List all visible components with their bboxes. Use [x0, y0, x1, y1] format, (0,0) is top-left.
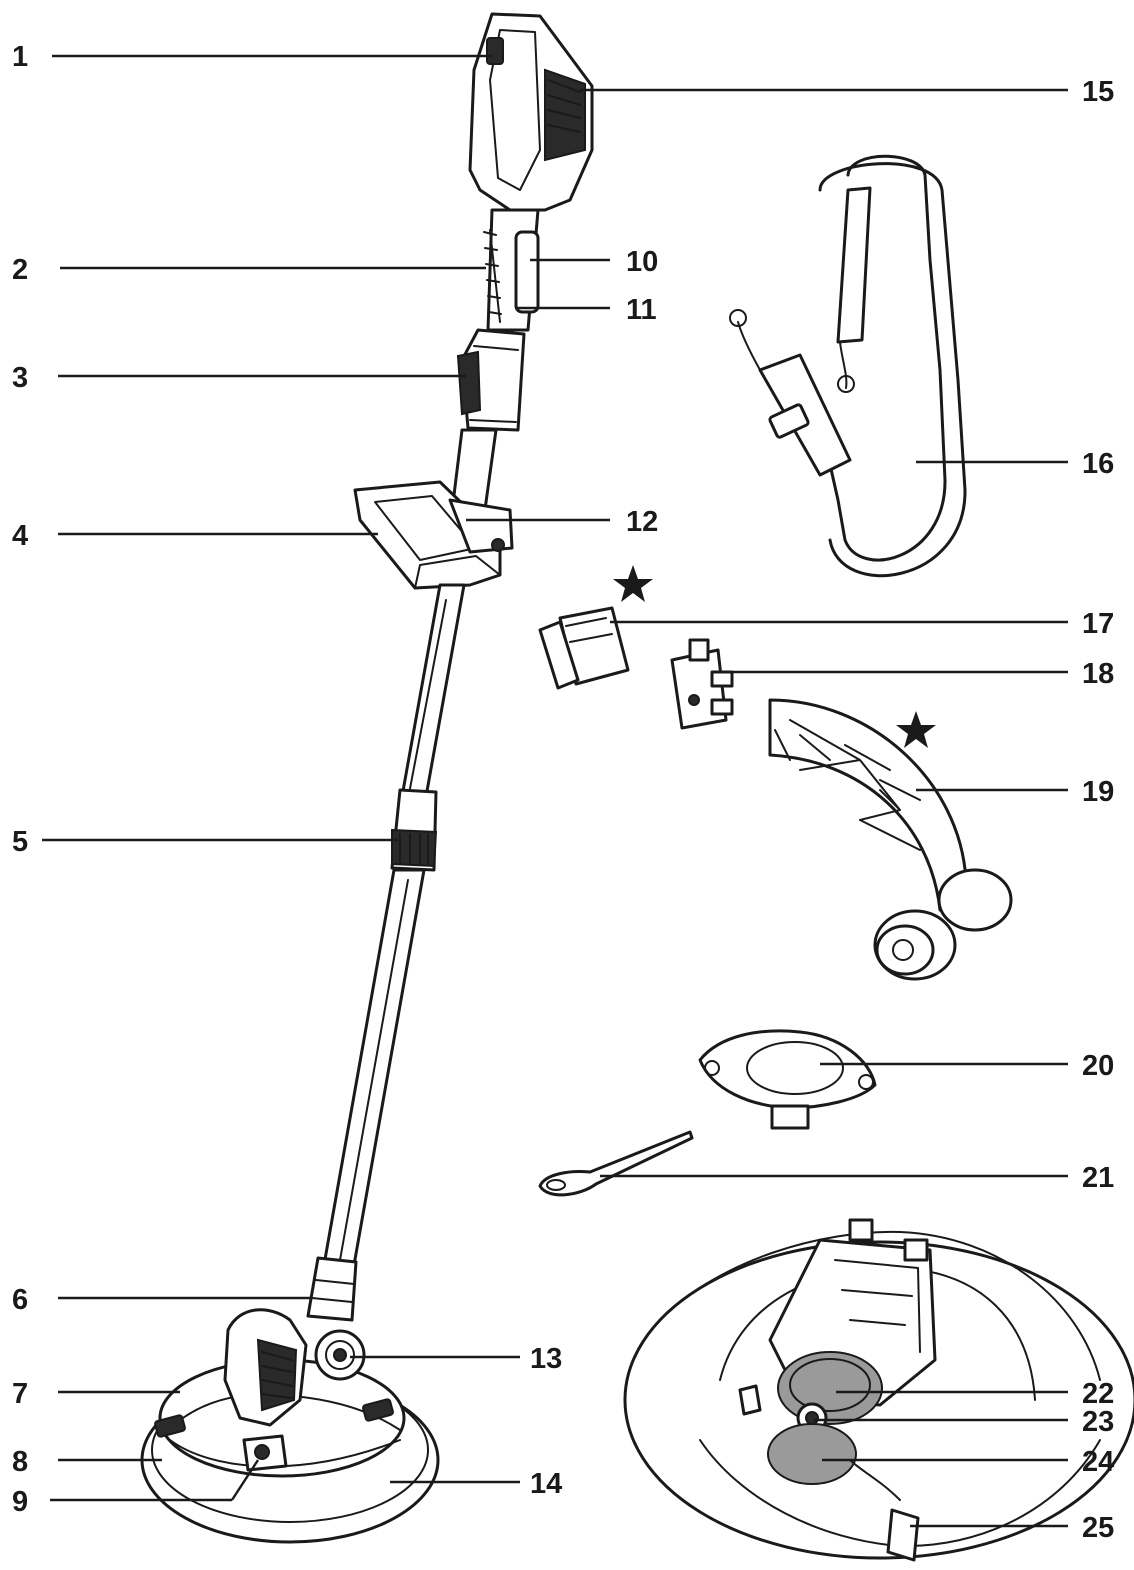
callout-22: 22: [1082, 1378, 1114, 1410]
leader-9b: [230, 1459, 260, 1501]
trimmer-illustration: [140, 12, 594, 1544]
callout-15: 15: [1082, 76, 1114, 108]
line-clip: [538, 606, 630, 690]
callout-9: 9: [12, 1486, 28, 1518]
height-adjust-collar: [390, 788, 438, 872]
shaft-lock-knob: [456, 328, 526, 432]
handle-housing: [468, 12, 594, 212]
shoulder-strap: [729, 154, 967, 578]
callout-21: 21: [1082, 1162, 1114, 1194]
callout-2: 2: [12, 254, 28, 286]
callout-4: 4: [12, 520, 28, 552]
connector-part: [670, 638, 734, 730]
callout-8: 8: [12, 1446, 28, 1478]
star-marker-17: [613, 565, 653, 602]
callout-13: 13: [530, 1343, 562, 1375]
callout-17: 17: [1082, 608, 1114, 640]
line-tool: [538, 1130, 694, 1197]
upper-shaft: [483, 208, 540, 332]
callout-24: 24: [1082, 1446, 1114, 1478]
callout-14: 14: [530, 1468, 562, 1500]
edge-wheel-guide: [768, 698, 1013, 981]
callout-16: 16: [1082, 448, 1114, 480]
spool-cover: [698, 1029, 877, 1130]
callout-10: 10: [626, 246, 658, 278]
star-marker-19: [896, 711, 936, 748]
auxiliary-handle: [353, 480, 514, 590]
tube-connector: [306, 1256, 358, 1322]
callout-18: 18: [1082, 658, 1114, 690]
callout-6: 6: [12, 1284, 28, 1316]
callout-7: 7: [12, 1378, 28, 1410]
callout-25: 25: [1082, 1512, 1114, 1544]
callout-19: 19: [1082, 776, 1114, 808]
callout-12: 12: [626, 506, 658, 538]
callout-labels: 1 2 3 4 5 6 7 8 9 10 11 12 13 14 15 16 1…: [12, 41, 1114, 1544]
callout-1: 1: [12, 41, 28, 73]
leader-lines: [42, 54, 1068, 1528]
callout-11: 11: [626, 294, 657, 326]
callout-20: 20: [1082, 1050, 1114, 1082]
underside-view: [623, 1218, 1134, 1562]
callout-3: 3: [12, 362, 28, 394]
cutting-head: [140, 1308, 440, 1544]
callout-23: 23: [1082, 1406, 1114, 1438]
callout-5: 5: [12, 826, 28, 858]
